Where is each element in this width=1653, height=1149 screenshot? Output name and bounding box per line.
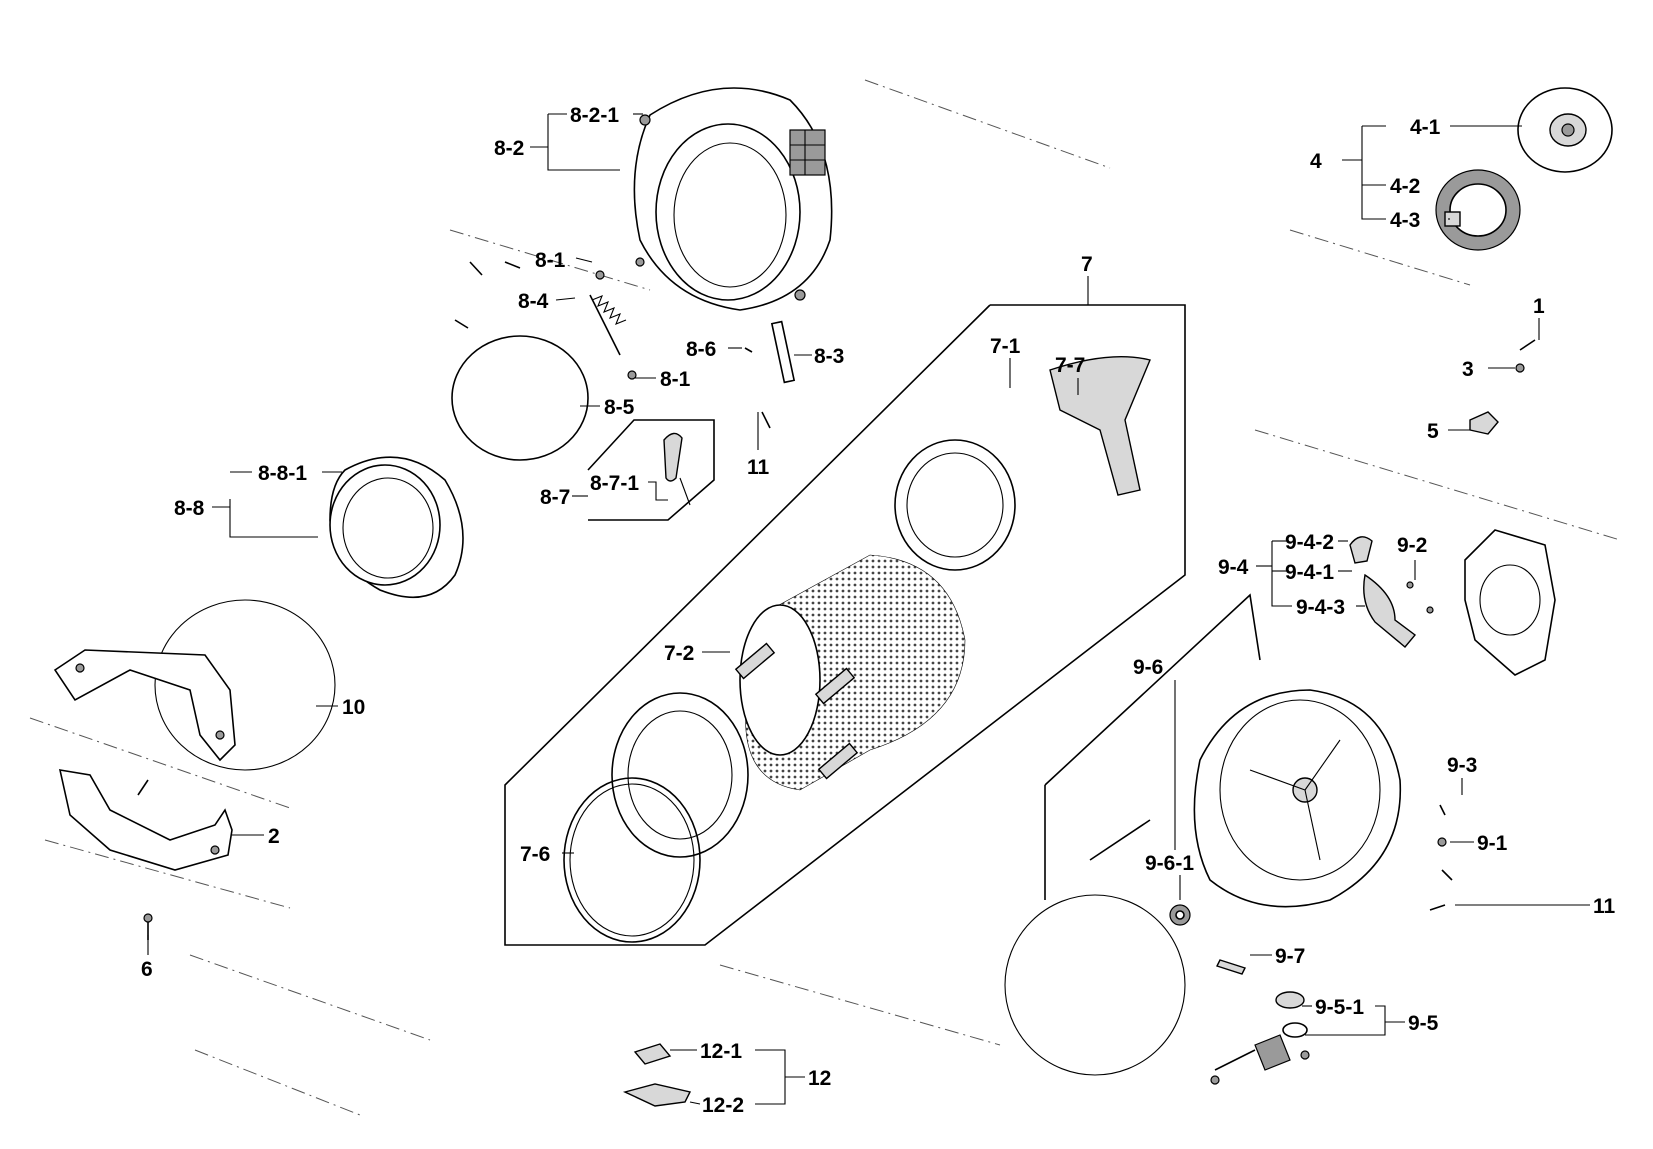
front-tub-part: [633, 87, 833, 311]
label-3: 3: [1462, 358, 1474, 381]
motor-rotor-stator-part: [1435, 87, 1613, 251]
label-12-2: 12-2: [702, 1094, 744, 1117]
front-frame-part: [53, 599, 336, 771]
door-ring-part: [329, 456, 464, 598]
label-4-1: 4-1: [1410, 116, 1441, 139]
lower-bracket-part: [58, 769, 233, 940]
damper-part: [744, 320, 796, 429]
leader-lines: [147, 113, 1590, 1105]
tub-hardware-parts: [1089, 804, 1453, 975]
label-9-4-3: 9-4-3: [1296, 596, 1345, 619]
label-1: 1: [1533, 295, 1545, 318]
label-4: 4: [1310, 150, 1322, 173]
label-4-3: 4-3: [1390, 209, 1420, 232]
part-labels: 8-2-1 8-2 8-1 8-4 8-6 8-3 8-1 8-5 11 8-7…: [141, 104, 1616, 1117]
label-8-6: 8-6: [686, 338, 716, 361]
drain-hose-part: [1210, 991, 1310, 1085]
spring-hardware-part: [454, 257, 645, 380]
rear-tub-part: [1193, 689, 1402, 908]
label-8-5: 8-5: [604, 396, 635, 419]
drum-assembly-box: [504, 304, 1186, 946]
rear-bracket-part: [1464, 529, 1556, 676]
hinge-cover-parts: [622, 1043, 692, 1107]
label-12: 12: [808, 1067, 831, 1090]
pump-hose-part: [1349, 536, 1434, 648]
label-8-7: 8-7: [540, 486, 570, 509]
label-8-2-1: 8-2-1: [570, 104, 619, 127]
label-7-1: 7-1: [990, 335, 1021, 358]
label-9-7: 9-7: [1275, 945, 1305, 968]
label-10: 10: [342, 696, 365, 719]
drum-part: [734, 355, 1151, 791]
label-12-1: 12-1: [700, 1040, 742, 1063]
label-7-2: 7-2: [664, 642, 694, 665]
small-hardware-parts: [1469, 339, 1536, 435]
label-5: 5: [1427, 420, 1439, 443]
label-11-top: 11: [747, 456, 770, 479]
tub-back-disc-part: [1004, 894, 1186, 1076]
label-7-6: 7-6: [520, 843, 550, 866]
label-9-2: 9-2: [1397, 534, 1427, 557]
label-9-4: 9-4: [1218, 556, 1249, 579]
label-8-1-bot: 8-1: [660, 368, 691, 391]
drum-door-seal-part: [563, 692, 749, 943]
door-gasket-disc: [451, 335, 589, 461]
label-8-2: 8-2: [494, 137, 524, 160]
perspective-guide-lines: [29, 79, 1621, 1116]
label-6: 6: [141, 958, 153, 981]
label-8-8: 8-8: [174, 497, 205, 520]
label-9-6: 9-6: [1133, 656, 1163, 679]
label-9-5-1: 9-5-1: [1315, 996, 1364, 1019]
label-9-1: 9-1: [1477, 832, 1508, 855]
label-8-8-1: 8-8-1: [258, 462, 307, 485]
label-8-1-top: 8-1: [535, 249, 566, 272]
label-8-7-1: 8-7-1: [590, 472, 639, 495]
label-8-3: 8-3: [814, 345, 844, 368]
label-8-4: 8-4: [518, 290, 549, 313]
label-7-7: 7-7: [1055, 354, 1085, 377]
label-7: 7: [1081, 253, 1093, 276]
label-2: 2: [268, 825, 280, 848]
door-hinge-box: [587, 419, 715, 521]
rear-tub-leader-box: [1044, 593, 1261, 786]
label-9-6-1: 9-6-1: [1145, 852, 1194, 875]
label-9-5: 9-5: [1408, 1012, 1439, 1035]
label-9-4-2: 9-4-2: [1285, 531, 1334, 554]
label-4-2: 4-2: [1390, 175, 1420, 198]
label-11-bot: 11: [1593, 895, 1616, 918]
label-9-3: 9-3: [1447, 754, 1477, 777]
label-9-4-1: 9-4-1: [1285, 561, 1334, 584]
